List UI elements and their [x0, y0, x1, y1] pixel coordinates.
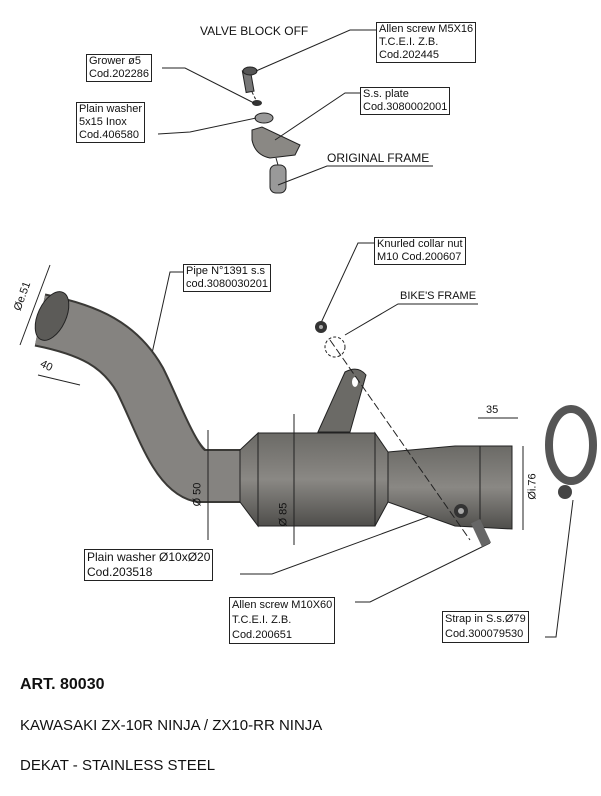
- label-line: Cod.200651: [232, 629, 292, 641]
- label-line: Cod.202286: [89, 68, 149, 80]
- label-line: T.C.E.I. Z.B.: [232, 614, 292, 626]
- label-line: Grower ø5: [89, 55, 141, 67]
- label-line: M10 Cod.200607: [377, 251, 462, 263]
- label-line: Cod.202445: [379, 49, 439, 61]
- grower-label: Grower ø5 Cod.202286: [86, 54, 152, 82]
- label-line: Strap in S.s.Ø79: [445, 613, 526, 625]
- article-number: ART. 80030: [20, 676, 105, 693]
- label-line: Knurled collar nut: [377, 238, 463, 250]
- label-line: Cod.203518: [87, 565, 153, 579]
- dim-body-diameter: Ø 85: [277, 502, 290, 527]
- model-name: KAWASAKI ZX-10R NINJA / ZX10-RR NINJA: [20, 717, 323, 734]
- exhaust-pipe: [34, 291, 597, 547]
- label-line: Cod.300079530: [445, 628, 524, 640]
- label-line: cod.3080030201: [186, 278, 268, 290]
- strap-label: Strap in S.s.Ø79 Cod.300079530: [442, 611, 529, 643]
- label-line: Plain washer Ø10xØ20: [87, 550, 211, 564]
- label-line: Cod.3080002001: [363, 101, 448, 113]
- valve-block-parts: [241, 66, 301, 194]
- allen-screw-m5-label: Allen screw M5X16 T.C.E.I. Z.B. Cod.2024…: [376, 22, 477, 63]
- label-line: Cod.406580: [79, 129, 139, 141]
- allen-screw-m10-label: Allen screw M10X60 T.C.E.I. Z.B. Cod.200…: [229, 597, 336, 644]
- label-line: 5x15 Inox: [79, 116, 127, 128]
- dim-outlet-length: 35: [486, 404, 499, 416]
- pipe-label: Pipe N°1391 s.s cod.3080030201: [183, 264, 271, 292]
- label-line: Plain washer: [79, 103, 142, 115]
- bikes-frame-label: BIKE'S FRAME: [400, 290, 477, 302]
- ss-plate-label: S.s. plate Cod.3080002001: [360, 87, 451, 115]
- product-description: DEKAT - STAINLESS STEEL: [20, 757, 216, 774]
- original-frame-label: ORIGINAL FRAME: [327, 151, 430, 165]
- label-line: S.s. plate: [363, 88, 409, 100]
- label-line: Allen screw M5X16: [379, 23, 474, 35]
- dim-pipe-diameter: Ø 50: [191, 482, 204, 507]
- dim-outlet-diameter: Øi.76: [526, 473, 539, 500]
- valve-block-off-title: VALVE BLOCK OFF: [200, 24, 309, 38]
- label-line: Pipe N°1391 s.s: [186, 265, 265, 277]
- label-line: Allen screw M10X60: [232, 599, 333, 611]
- plain-washer-10x20-label: Plain washer Ø10xØ20 Cod.203518: [84, 549, 214, 581]
- plain-washer-5x15-label: Plain washer 5x15 Inox Cod.406580: [76, 102, 145, 143]
- label-line: T.C.E.I. Z.B.: [379, 36, 439, 48]
- knurled-nut-label: Knurled collar nut M10 Cod.200607: [374, 237, 466, 265]
- leader-lines: [144, 29, 574, 638]
- dimension-lines: [19, 264, 524, 545]
